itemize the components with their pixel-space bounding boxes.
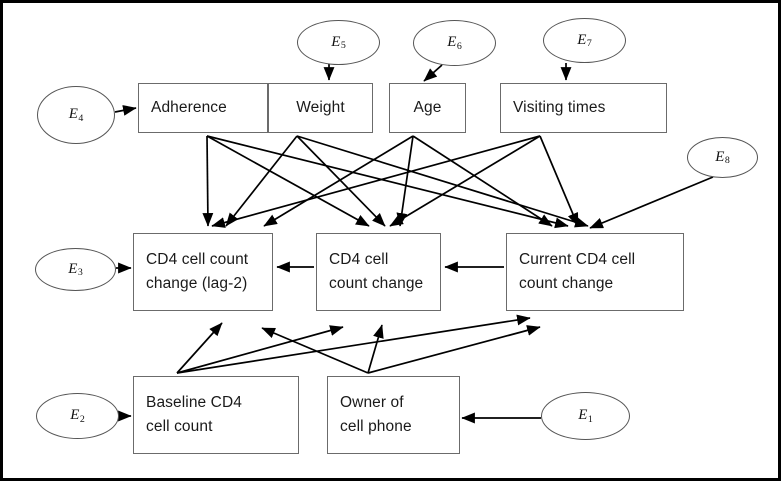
error-term-subscript: 2 xyxy=(79,413,85,425)
error-term-e1[interactable]: E1 xyxy=(541,392,630,440)
edge-adherence-to-cd4change xyxy=(206,135,370,227)
error-term-e2[interactable]: E2 xyxy=(36,393,119,439)
error-term-label: E2 xyxy=(70,407,85,425)
node-adherence[interactable]: Adherence xyxy=(138,83,268,133)
error-term-label: E8 xyxy=(715,148,730,167)
edge-weight-to-cd4change xyxy=(296,135,386,227)
error-term-subscript: 5 xyxy=(340,40,346,52)
node-weight[interactable]: Weight xyxy=(268,83,373,133)
edge-visiting-to-cd4current xyxy=(539,135,579,227)
edge-age-to-cd4change xyxy=(396,135,414,227)
edge-owner-to-cd4current xyxy=(367,325,541,374)
error-term-e3[interactable]: E3 xyxy=(35,248,116,291)
edge-weight-to-cd4current xyxy=(296,135,589,228)
edge-owner-to-cd4lag2 xyxy=(261,327,369,374)
edge-E6-to-age xyxy=(423,64,443,82)
node-visiting[interactable]: Visiting times xyxy=(500,83,667,133)
error-term-label: E3 xyxy=(68,260,83,279)
edge-baseline-to-cd4change xyxy=(176,325,344,374)
error-term-subscript: 6 xyxy=(456,40,462,52)
edge-age-to-cd4current xyxy=(412,135,553,227)
edge-E4-to-adherence xyxy=(114,105,137,116)
node-label: Visiting times xyxy=(513,98,606,116)
node-label: Weight xyxy=(296,98,345,116)
error-term-e8[interactable]: E8 xyxy=(687,137,758,178)
node-age[interactable]: Age xyxy=(389,83,466,133)
error-term-e4[interactable]: E4 xyxy=(37,86,115,144)
error-term-subscript: 3 xyxy=(77,267,83,279)
edge-adherence-to-cd4current xyxy=(206,135,569,229)
error-term-subscript: 7 xyxy=(586,38,592,50)
edge-age-to-cd4lag2 xyxy=(263,135,414,227)
error-term-label: E6 xyxy=(447,34,462,52)
node-label: Adherence xyxy=(151,98,227,116)
error-term-subscript: 8 xyxy=(724,155,730,167)
edge-baseline-to-cd4lag2 xyxy=(176,322,223,374)
error-term-label: E4 xyxy=(68,106,84,124)
edge-owner-to-cd4change xyxy=(367,324,384,374)
error-term-label: E1 xyxy=(578,407,593,425)
error-term-subscript: 4 xyxy=(78,112,84,124)
edge-adherence-to-cd4lag2 xyxy=(202,135,214,227)
error-term-label: E5 xyxy=(331,33,346,52)
edge-visiting-to-cd4lag2 xyxy=(211,135,541,228)
error-term-subscript: 1 xyxy=(587,413,593,425)
error-term-label: E7 xyxy=(577,31,592,50)
error-term-e7[interactable]: E7 xyxy=(543,18,626,63)
edges xyxy=(114,63,714,424)
error-term-e6[interactable]: E6 xyxy=(413,20,496,66)
error-term-e5[interactable]: E5 xyxy=(297,20,380,65)
node-label: Age xyxy=(413,98,442,116)
edge-weight-to-cd4lag2 xyxy=(225,135,298,227)
edge-baseline-to-cd4current xyxy=(176,314,531,374)
edge-E8-to-cd4current xyxy=(589,176,714,229)
edge-visiting-to-cd4change xyxy=(389,135,541,227)
